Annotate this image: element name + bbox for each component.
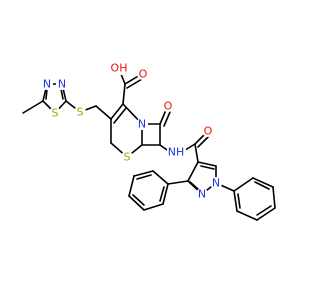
pyrazole-nitrogen-atom: N — [210, 177, 222, 190]
atom-label: S — [77, 106, 84, 119]
phenyl-bond — [256, 207, 276, 221]
pyrazole-double-bond — [189, 181, 200, 191]
acid-carbonyl-double-bond — [126, 78, 143, 89]
atom-label: N — [138, 118, 146, 131]
atom-label: O — [204, 125, 213, 138]
phenyl-bond — [128, 175, 135, 197]
phenyl-inner-bond — [254, 181, 270, 190]
phenyl-inner-bond — [159, 186, 165, 202]
lactam-carbonyl-bond — [159, 109, 167, 125]
phenyl-inner-bond — [237, 193, 241, 209]
amide-oxygen-atom: O — [202, 125, 214, 138]
ring-bond — [110, 103, 124, 120]
atom-label: OH — [111, 62, 128, 75]
acid-carbonyl-oxygen-atom: O — [137, 68, 149, 81]
phenyl-bond — [128, 195, 145, 211]
lactam-oxygen-atom: O — [162, 100, 174, 113]
pyrazole-bond — [187, 161, 199, 182]
pyrazole-nitrogen-atom: N — [196, 188, 208, 201]
phenyl-inner-bond — [136, 174, 152, 180]
amide-carbonyl-double-bond — [197, 135, 210, 148]
atom-label: N — [198, 188, 206, 201]
structure-svg: S N N S S N O O — [22, 62, 276, 221]
thiadiazole-nitrogen-atom: N — [56, 78, 68, 91]
atom-label: S — [124, 151, 131, 164]
atom-label: N — [212, 177, 220, 190]
methylene-bond — [95, 105, 112, 120]
c-phenyl-bond — [167, 180, 189, 185]
ring-nitrogen-atom: N — [136, 118, 148, 131]
thiadiazole-double-bond — [60, 88, 64, 100]
acid-bond — [122, 83, 126, 105]
atom-label: NH — [168, 146, 185, 159]
phenyl-bond — [233, 177, 254, 192]
phenyl-inner-bond — [132, 194, 145, 206]
thiadiazole-double-bond — [45, 88, 48, 100]
phenyl-bond — [133, 170, 154, 177]
bonds — [22, 68, 276, 221]
thiadiazole-nitrogen-atom: N — [41, 78, 53, 91]
acid-hydroxyl-atom: OH — [110, 62, 129, 75]
atom-label: O — [139, 68, 148, 81]
ring-double-bond — [113, 107, 127, 124]
phenyl-bond — [233, 190, 238, 212]
phenyl-bond — [272, 186, 276, 209]
thioether-sulfur-atom: S — [74, 106, 86, 119]
amide-nh-atom: NH — [167, 146, 186, 159]
lactam-carbonyl-double-bond — [163, 111, 171, 127]
atom-label: O — [164, 100, 173, 113]
atom-label: N — [58, 78, 66, 91]
phenyl-bond — [143, 203, 164, 211]
phenyl-bond — [236, 210, 258, 221]
amide-pyrazole-bond — [194, 143, 199, 163]
methyl-bond — [22, 100, 44, 114]
acid-carbonyl-bond — [124, 74, 141, 85]
phenyl-inner-bond — [256, 205, 272, 216]
atom-label: N — [43, 78, 51, 91]
phenyl-bond — [252, 177, 274, 188]
phenyl-bond — [152, 170, 169, 185]
pyrazole-double-bond — [200, 165, 215, 170]
pyrazole-bond — [197, 161, 217, 167]
molecule-diagram: S N N S S N O O — [22, 61, 276, 221]
ring-sulfur-atom: S — [121, 151, 133, 164]
thiadiazole-sulfur-atom: S — [49, 107, 61, 120]
atom-labels: S N N S S N O O — [41, 62, 222, 201]
atom-label: S — [52, 107, 59, 120]
phenyl-bond — [162, 183, 169, 205]
